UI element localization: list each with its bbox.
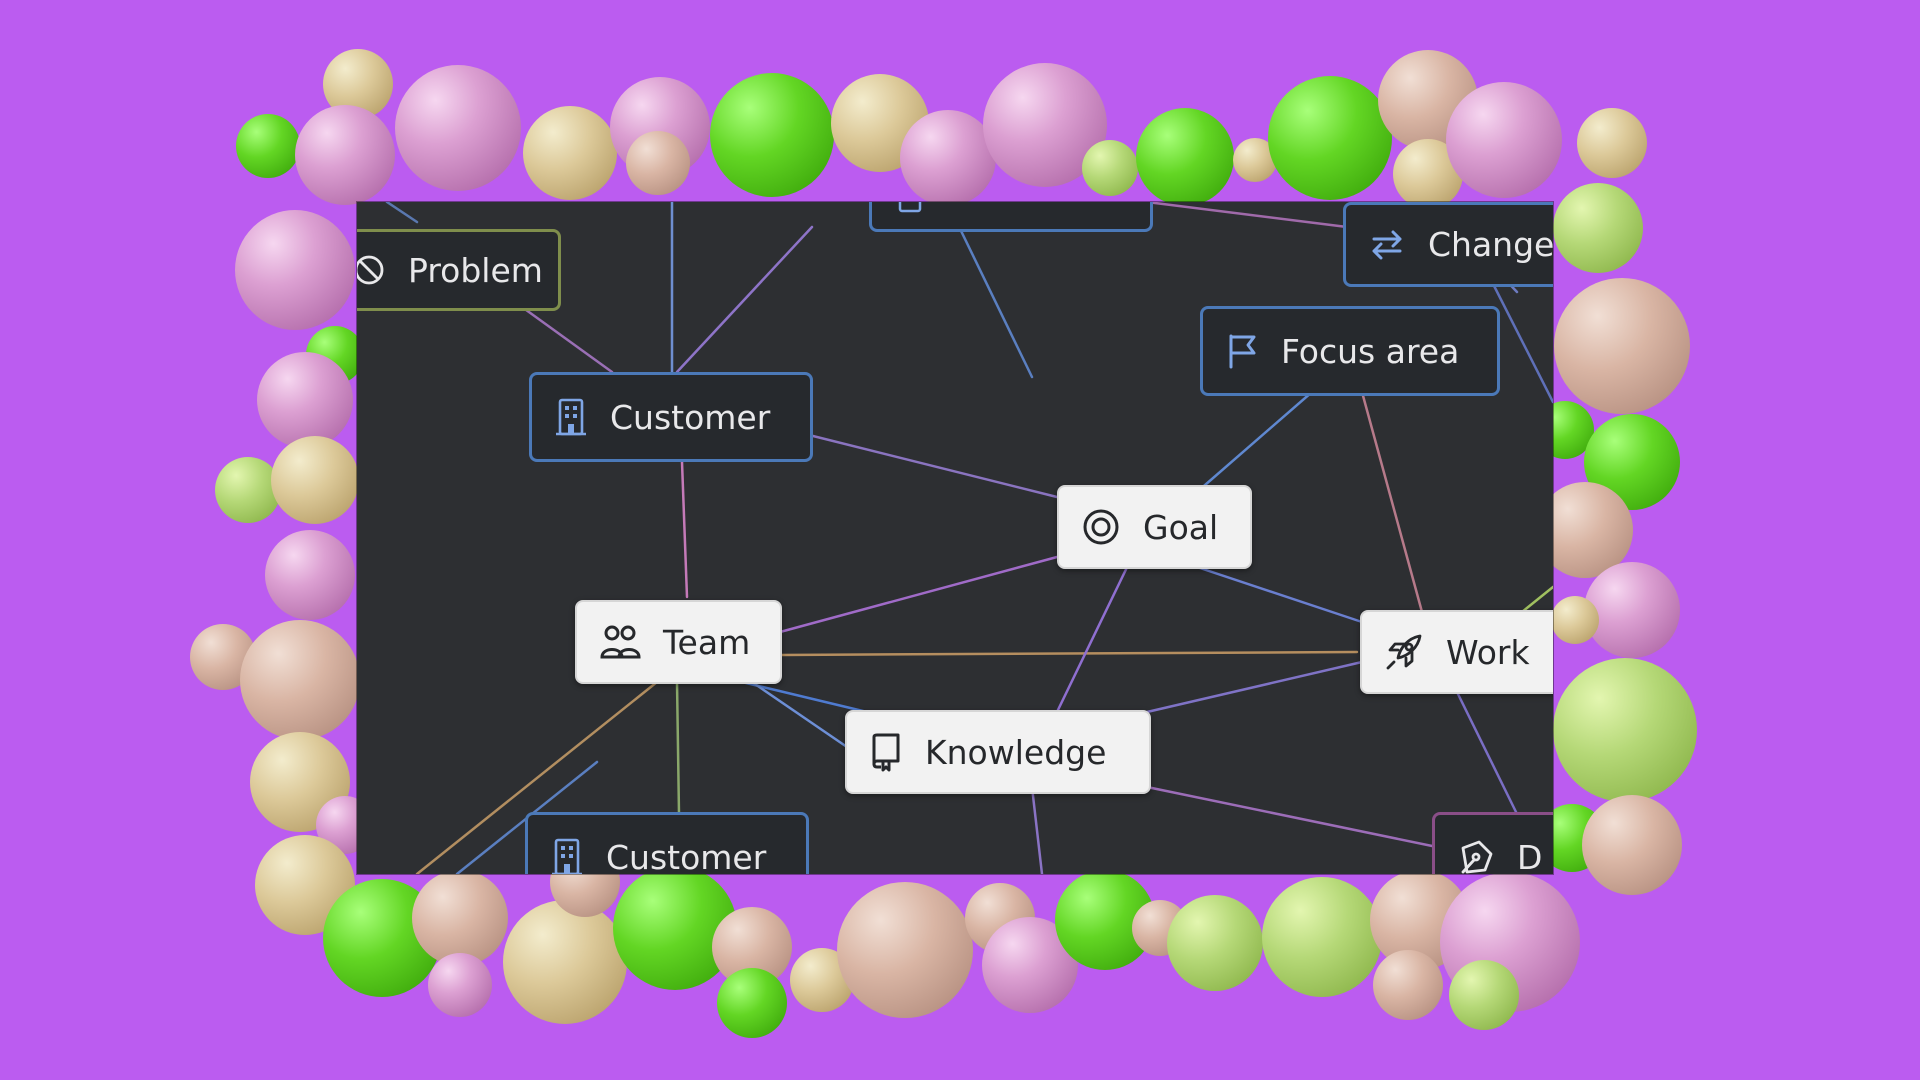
bubble-decoration [257,352,353,448]
node-label: D [1517,837,1543,875]
building-icon [556,398,586,436]
bubble-decoration [626,131,690,195]
bubble-decoration [271,436,359,524]
prohibited-icon [357,255,384,285]
bubble-decoration [1553,183,1643,273]
bubble-decoration [265,530,355,620]
graph-node-customer-bottom[interactable]: Customer [525,812,809,874]
bubble-decoration [1082,140,1138,196]
bubble-decoration [1582,795,1682,895]
bubble-decoration [236,114,300,178]
graph-edges [385,202,1553,874]
bubble-decoration [295,105,395,205]
bubble-decoration [1553,658,1697,802]
bubble-decoration [1577,108,1647,178]
bubble-decoration [395,65,521,191]
graph-node-focus-area[interactable]: Focus area [1200,306,1500,396]
graph-node-goal[interactable]: Goal [1057,485,1252,569]
graph-node-change[interactable]: Change [1343,202,1553,287]
bubble-decoration [1268,76,1392,200]
graph-node-partial-top[interactable] [869,202,1153,232]
rocket-icon [1386,634,1422,670]
swap-arrows-icon [1372,230,1402,259]
node-label: Team [663,622,751,662]
node-label: Work [1446,632,1530,672]
bubble-decoration [428,953,492,1017]
graph-canvas: Problem Change Focus area Customer Goal … [357,202,1553,874]
node-label: Customer [610,397,771,437]
bubble-decoration [717,968,787,1038]
graph-node-d[interactable]: D [1432,812,1553,874]
bubble-decoration [1373,950,1443,1020]
bubble-decoration [1262,877,1382,997]
node-label: Goal [1143,507,1219,547]
bubble-decoration [710,73,834,197]
bubble-decoration [523,106,617,200]
bubble-decoration [1167,895,1263,991]
graph-node-problem[interactable]: Problem [357,229,561,311]
bubble-decoration [1551,596,1599,644]
node-label: Change [1428,225,1553,264]
flag-icon [1229,334,1256,369]
building-icon [552,838,582,874]
bubble-decoration [837,882,973,1018]
graph-node-knowledge[interactable]: Knowledge [845,710,1151,794]
bubble-decoration [235,210,355,330]
node-label: Customer [606,837,767,875]
target-icon [1083,509,1119,545]
bubble-decoration [412,870,508,966]
users-icon [600,625,641,659]
bubble-decoration [900,110,996,206]
bubble-decoration [1446,82,1562,198]
building-icon [898,202,922,213]
graph-node-customer[interactable]: Customer [529,372,813,462]
bubble-decoration [240,620,360,740]
bubble-decoration [1584,562,1680,658]
node-label: Knowledge [925,732,1107,772]
bubble-decoration [1449,960,1519,1030]
bubble-decoration [1537,482,1633,578]
bubble-decoration [1136,108,1234,206]
node-label: Problem [408,250,543,290]
bubble-decoration [1554,278,1690,414]
node-label: Focus area [1281,331,1460,371]
pen-nib-icon [1461,840,1493,874]
bubble-decoration [503,900,627,1024]
graph-node-team[interactable]: Team [575,600,782,684]
book-icon [872,733,900,772]
bubble-decoration [215,457,281,523]
graph-node-work[interactable]: Work [1360,610,1553,694]
